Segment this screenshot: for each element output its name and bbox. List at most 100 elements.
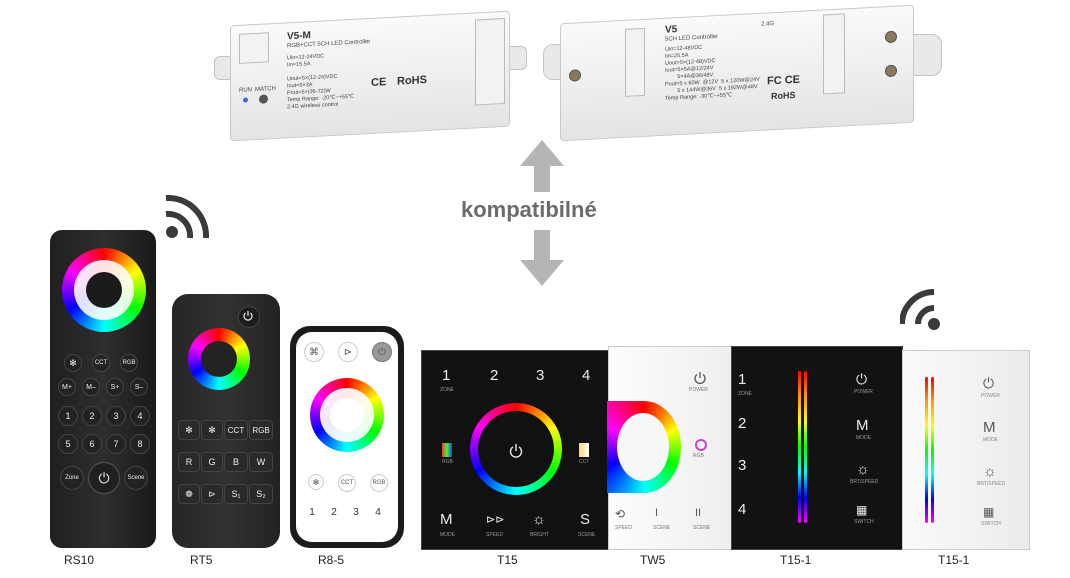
rs10-key-speed-up[interactable]: S+ [106, 378, 124, 396]
r85-key-mode[interactable]: ⌘ [304, 342, 324, 362]
rt5-key-play[interactable]: ⊳ [201, 484, 223, 504]
r85-key-bright[interactable]: ✻ [308, 474, 324, 490]
t15-speed-key[interactable]: ⊳⊳ [486, 514, 505, 526]
rs10-color-wheel[interactable] [62, 248, 146, 332]
tw5-scene-1-key[interactable]: I [655, 507, 659, 519]
tw5-rgb-icon[interactable] [695, 439, 707, 451]
rt5-key-scene-2[interactable]: S₂ [249, 484, 273, 504]
t151w-power-key[interactable]: ⏻ [983, 375, 995, 391]
rt5-key-rgb[interactable]: RGB [249, 420, 273, 440]
tw5-scene-2-key[interactable]: II [695, 507, 702, 519]
t151w-color-slider[interactable] [925, 377, 928, 523]
t15-rgb-key[interactable] [442, 443, 452, 457]
t151-bright-key[interactable]: ☼ [856, 461, 870, 478]
v5m-run-led [243, 97, 248, 103]
rs10-key-mode-down[interactable]: M– [82, 378, 100, 396]
t151-zone-4[interactable]: 4 [738, 501, 747, 518]
t151-mode-key[interactable]: M [856, 417, 869, 434]
rt5-key-bright-down[interactable]: ✻ [178, 420, 200, 440]
t151w-switch-label: SWITCH [981, 521, 1001, 527]
rs10-key-1[interactable]: 1 [58, 406, 78, 426]
tw5-speed-key[interactable]: ⟲ [615, 507, 626, 521]
rs10-key-8[interactable]: 8 [130, 434, 150, 454]
rs10-key-cct[interactable]: CCT [92, 354, 110, 372]
t151w-switch-key[interactable]: ▦ [983, 505, 995, 519]
t151-zone-1[interactable]: 1 [738, 371, 747, 388]
rt5-key-r[interactable]: R [178, 452, 200, 472]
label-rs10: RS10 [64, 553, 95, 567]
rs10-key-2[interactable]: 2 [82, 406, 102, 426]
tw5-power-icon[interactable] [693, 371, 707, 385]
t151w-mode-key[interactable]: M [983, 419, 996, 436]
rt5-key-mode[interactable]: ❁ [178, 484, 200, 504]
v5-input-terminal [625, 27, 645, 97]
rs10-key-5[interactable]: 5 [58, 434, 78, 454]
t151-power-key[interactable]: ⏻ [856, 371, 868, 387]
rs10-key-rgb[interactable]: RGB [120, 354, 138, 372]
t151-color-slider-2[interactable] [804, 371, 807, 523]
r85-key-cct[interactable]: CCT [338, 474, 356, 492]
rs10-key-brightness[interactable]: ✻ [64, 354, 82, 372]
rs10-key-scene[interactable]: Scene [124, 466, 148, 490]
rt5-key-power[interactable]: ✻ [238, 306, 260, 328]
rs10-key-4[interactable]: 4 [130, 406, 150, 426]
t151-zone-2[interactable]: 2 [738, 415, 747, 432]
rt5-key-scene-1[interactable]: S₁ [224, 484, 248, 504]
t151-zone-3[interactable]: 3 [738, 457, 747, 474]
t15-zone-4[interactable]: 4 [582, 367, 591, 384]
t151-switch-key[interactable]: ▦ [856, 503, 868, 517]
v5m-rohs-mark: RoHS [397, 74, 427, 88]
t15-mode-key[interactable]: M [440, 511, 453, 528]
r85-key-1[interactable]: 1 [309, 506, 315, 518]
t15-zone-2[interactable]: 2 [490, 367, 499, 384]
r85-key-play[interactable]: ⊳ [338, 342, 358, 362]
rt5-key-bright-up[interactable]: ✻ [201, 420, 223, 440]
t15-color-ring[interactable] [470, 403, 562, 495]
rs10-key-zone[interactable]: Zone [60, 466, 84, 490]
r85-key-4[interactable]: 4 [375, 506, 381, 518]
v5-controller: V5 5CH LED Controller 2.4G Uin=12-48VDC … [560, 4, 914, 142]
t151-color-slider[interactable] [798, 371, 801, 523]
t15-cct-key[interactable] [579, 443, 589, 457]
t15-scene-key[interactable]: S [580, 511, 591, 528]
rt5-color-wheel[interactable] [188, 328, 250, 390]
t151w-bright-key[interactable]: ☼ [983, 463, 997, 480]
r85-color-wheel[interactable] [310, 378, 384, 452]
v5-screw-right-bottom [885, 64, 897, 78]
rs10-key-6[interactable]: 6 [82, 434, 102, 454]
r85-key-3[interactable]: 3 [353, 506, 359, 518]
r85-key-power[interactable]: ⏻ [372, 342, 392, 362]
t15-zone-3[interactable]: 3 [536, 367, 545, 384]
label-t151-black: T15-1 [780, 553, 812, 567]
tw5-color-ring[interactable] [607, 401, 681, 493]
rt5-key-b[interactable]: B [224, 452, 248, 472]
rt5-key-g[interactable]: G [201, 452, 223, 472]
rs10-key-mode-up[interactable]: M+ [58, 378, 76, 396]
rs10-key-3[interactable]: 3 [106, 406, 126, 426]
t151-zone-label: ZONE [738, 391, 752, 397]
t151w-color-slider-2[interactable] [931, 377, 934, 523]
t15-panel: 1 2 3 4 ZONE RGB CCT M ⊳⊳ ☼ S MODE SPEED… [421, 350, 610, 550]
r85-key-2[interactable]: 2 [331, 506, 337, 518]
t15-rgb-label: RGB [442, 459, 453, 465]
r85-key-rgb[interactable]: RGB [370, 474, 388, 492]
label-t15: T15 [497, 553, 518, 567]
rs10-key-speed-down[interactable]: S– [130, 378, 148, 396]
t15-zone-1[interactable]: 1 [442, 367, 451, 384]
t15-power-icon[interactable] [508, 443, 524, 459]
v5m-match-button[interactable] [259, 94, 268, 104]
tw5-power-label: POWER [689, 387, 708, 393]
t15-mode-label: MODE [440, 532, 455, 538]
rs10-key-7[interactable]: 7 [106, 434, 126, 454]
rt5-key-w[interactable]: W [249, 452, 273, 472]
t15-zone-label: ZONE [440, 387, 454, 393]
t15-bright-key[interactable]: ☼ [532, 511, 546, 528]
rt5-key-cct[interactable]: CCT [224, 420, 248, 440]
t15-bright-label: BRIGHT [530, 532, 549, 538]
rs10-key-power[interactable]: ⏻ [88, 462, 120, 494]
tw5-scene-1-label: SCENE [653, 525, 671, 531]
r85-remote: ⌘ ⊳ ⏻ ✻ CCT RGB 1 2 3 4 [290, 326, 404, 548]
tw5-scene-2-label: SCENE [693, 525, 711, 531]
rt5-power-icon [243, 311, 253, 321]
v5-title: V5 [665, 24, 678, 36]
